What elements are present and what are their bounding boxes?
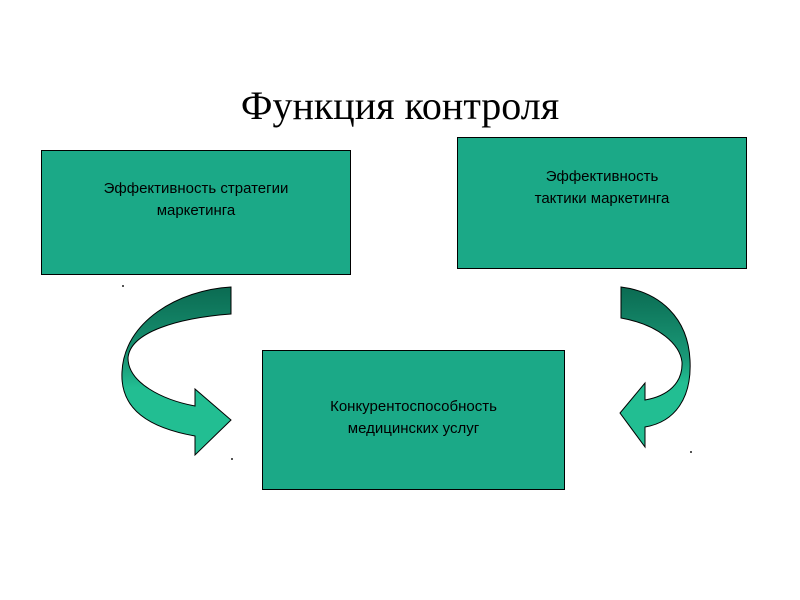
right-arrow-body — [619, 286, 691, 449]
marker-dot — [690, 451, 692, 453]
box-strategy-effectiveness: Эффективность стратегии маркетинга — [41, 150, 351, 275]
marker-dot — [122, 285, 124, 287]
box-competitiveness: Конкурентоспособность медицинских услуг — [262, 350, 565, 490]
box-tactics-effectiveness: Эффективность тактики маркетинга — [457, 137, 747, 269]
slide-title: Функция контроля — [240, 83, 560, 128]
left-arrow-body — [121, 286, 232, 457]
marker-dot — [231, 458, 233, 460]
